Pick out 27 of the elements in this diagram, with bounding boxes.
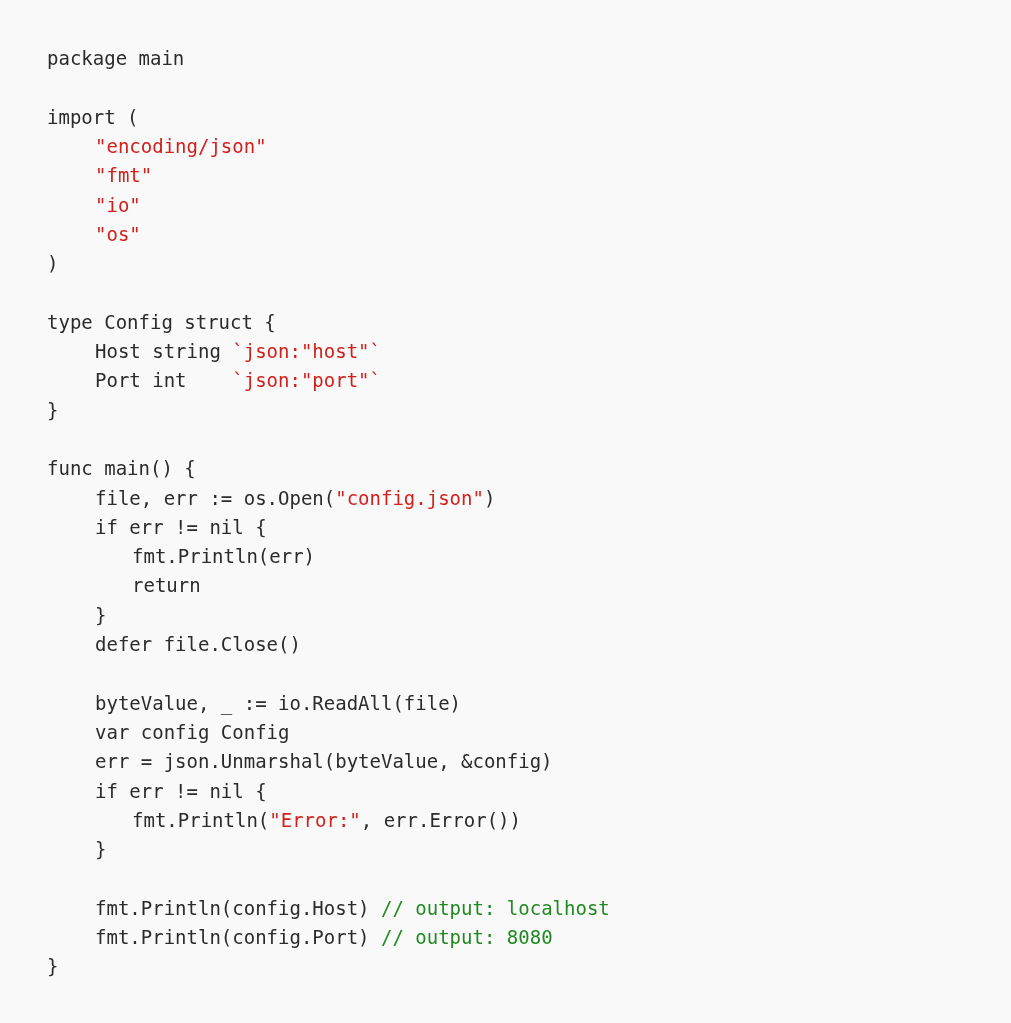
code-line: if err != nil { [95,778,267,803]
code-line: err = json.Unmarshal(byteValue, &config) [95,749,553,774]
code-line: "io" [95,192,141,217]
code-line: fmt.Println("Error:", err.Error()) [132,807,521,832]
code-line: fmt.Println(config.Port) // output: 8080 [95,925,553,949]
code-line: } [95,602,107,627]
code-line: Host string `json:"host"` [95,339,381,363]
code-line: byteValue, _ := io.ReadAll(file) [95,690,462,715]
code-line: return [132,573,201,598]
code-line: fmt.Println(err) [132,544,316,569]
code-line: package main [47,46,185,70]
code-line: ) [47,251,59,276]
code-line: Port int `json:"port"` [95,368,381,393]
code-line: "encoding/json" [95,133,267,158]
code-line: type Config struct { [47,309,276,334]
code-line: fmt.Println(config.Host) // output: localhost [95,895,610,920]
code-line: } [47,954,59,979]
code-line: defer file.Close() [95,632,301,656]
code-line: var config Config [95,719,290,744]
code-line: "os" [95,221,141,246]
code-line: import ( [47,104,139,129]
code-line: } [47,397,59,422]
code-line: func main() { [47,456,196,481]
code-line: file, err := os.Open("config.json") [95,485,496,510]
code-line: if err != nil { [95,514,267,539]
code-line: "fmt" [95,163,153,188]
code-line: } [95,837,107,862]
